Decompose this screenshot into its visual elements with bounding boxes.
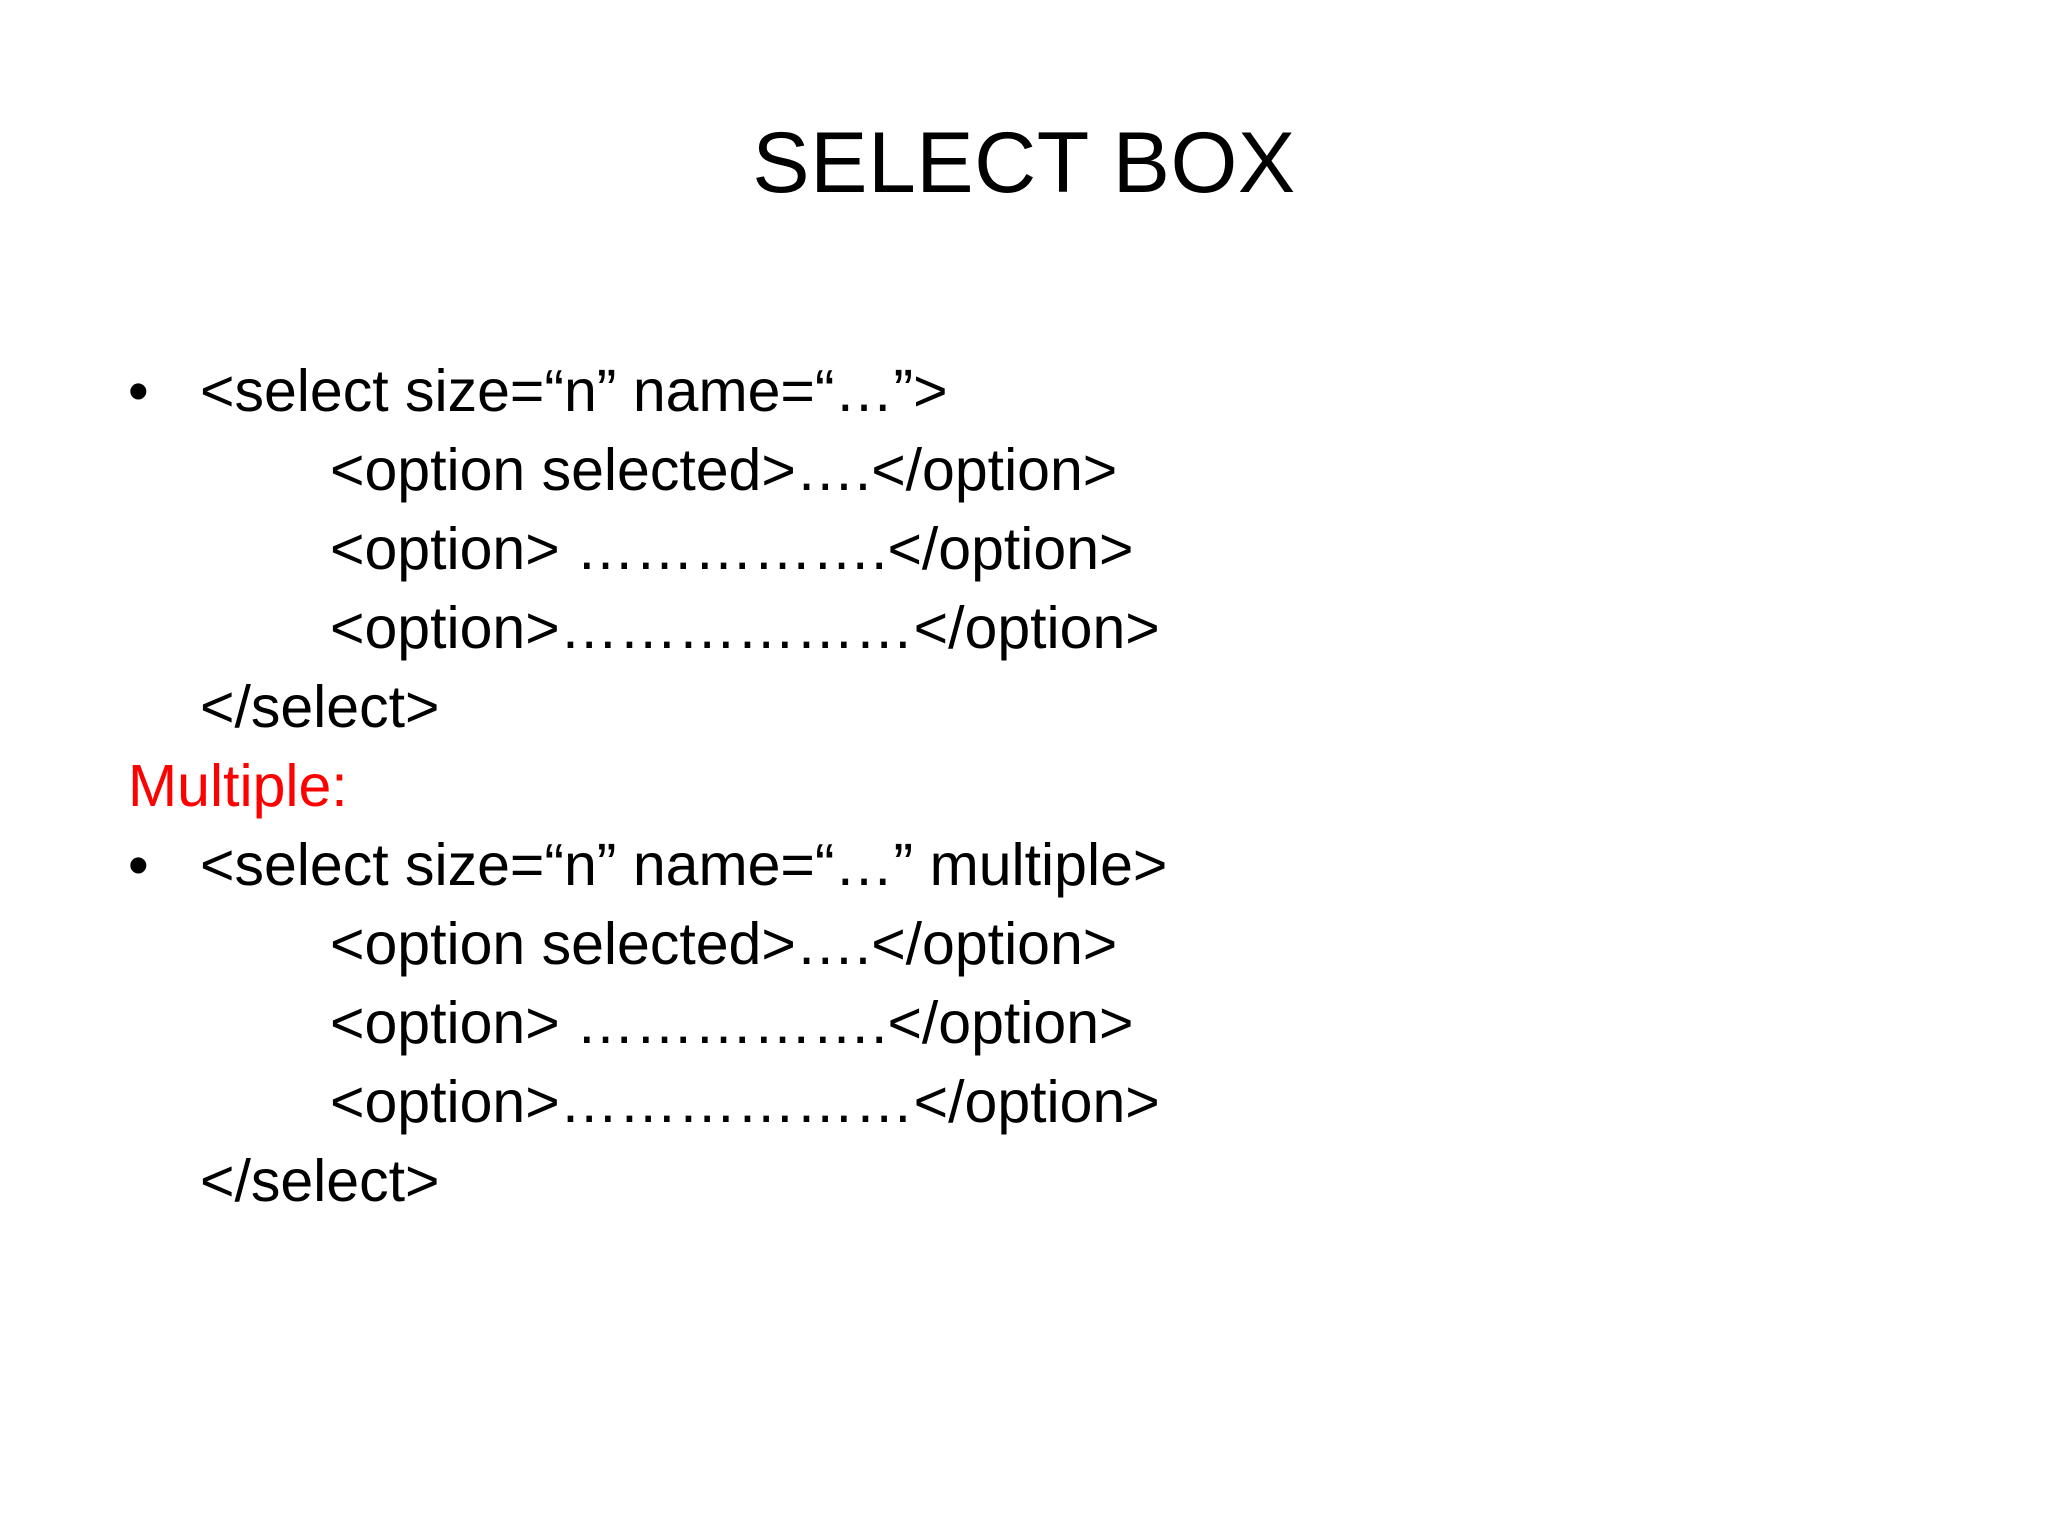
page-title: SELECT BOX xyxy=(752,115,1296,211)
code-line-text: <option> …………….</option> xyxy=(330,516,1134,582)
code-line: <option> …………….</option> xyxy=(0,510,2048,589)
code-line: • <select size=“n” name=“…” multiple> xyxy=(0,826,2048,905)
code-line-text: <option>………………</option> xyxy=(330,1069,1160,1135)
code-line-text: </select> xyxy=(200,1148,440,1214)
code-line: • <select size=“n” name=“…”> xyxy=(0,352,2048,431)
code-line: </select> xyxy=(0,1142,2048,1221)
code-line-text: <option selected>….</option> xyxy=(330,911,1118,977)
code-line-text: <select size=“n” name=“…” multiple> xyxy=(200,832,1168,898)
code-line-text: <option selected>….</option> xyxy=(330,437,1118,503)
code-line: <option selected>….</option> xyxy=(0,431,2048,510)
bullet-marker-icon: • xyxy=(128,358,149,424)
code-line-text: <select size=“n” name=“…”> xyxy=(200,358,948,424)
code-line: <option selected>….</option> xyxy=(0,905,2048,984)
code-line: Multiple: xyxy=(0,747,2048,826)
code-line-text: </select> xyxy=(200,674,440,740)
code-line-text: <option>………………</option> xyxy=(330,595,1160,661)
slide-body: • <select size=“n” name=“…”> <option selec… xyxy=(0,352,2048,1221)
bullet-marker-icon: • xyxy=(128,832,149,898)
section-label-text: Multiple: xyxy=(128,753,348,819)
code-line: <option> …………….</option> xyxy=(0,984,2048,1063)
code-line: </select> xyxy=(0,668,2048,747)
code-line: <option>………………</option> xyxy=(0,1063,2048,1142)
code-line: <option>………………</option> xyxy=(0,589,2048,668)
code-line-text: <option> …………….</option> xyxy=(330,990,1134,1056)
